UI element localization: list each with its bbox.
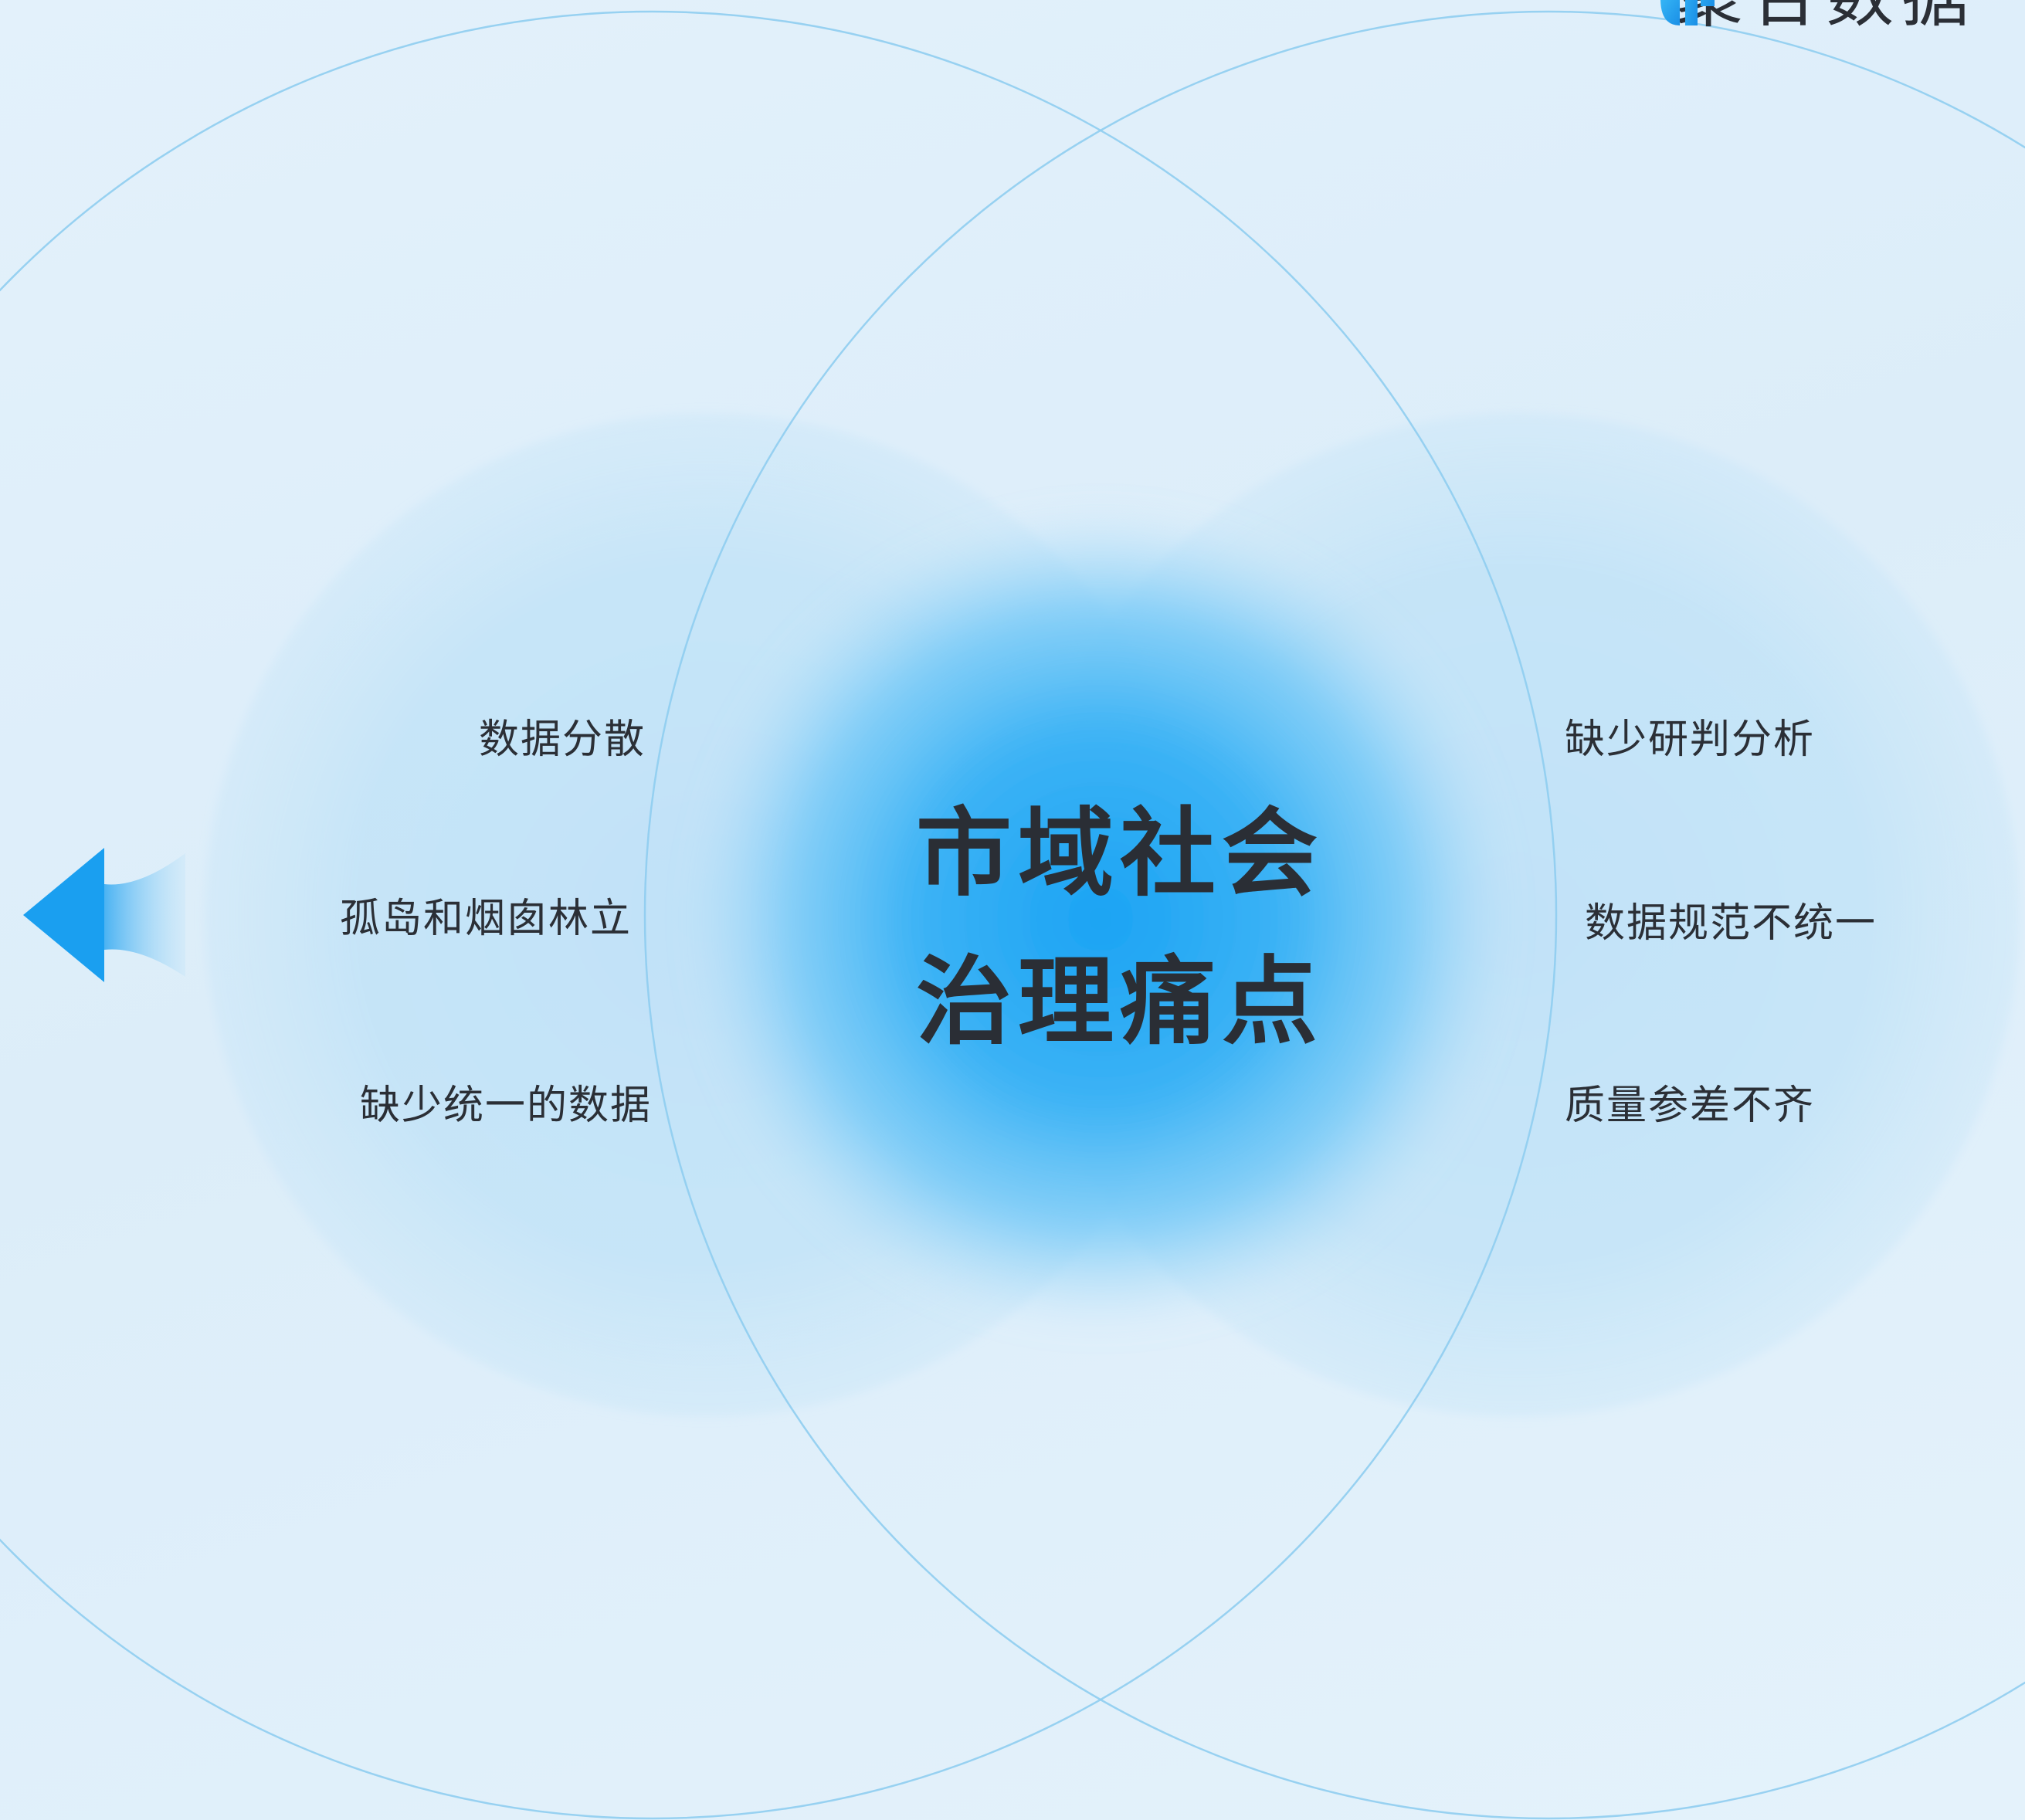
right-item-1: 缺少研判分析: [1565, 717, 1816, 763]
left-item-2: 孤岛和烟囱林立: [340, 896, 633, 942]
center-title-line-1: 市域社会: [915, 798, 1324, 910]
left-item-1: 数据分散: [479, 717, 646, 763]
outline-circle-left: [0, 11, 1557, 1819]
right-item-2: 数据规范不统一: [1585, 900, 1877, 947]
brand: 聚合数据: [1653, 0, 1977, 36]
brand-name: 聚合数据: [1674, 0, 1977, 40]
brand-logo-icon: [1660, 0, 1715, 25]
left-arrow-icon: [23, 848, 185, 982]
right-item-3: 质量参差不齐: [1565, 1083, 1816, 1129]
center-title-line-2: 治理痛点: [915, 947, 1324, 1058]
outline-circle-right: [644, 11, 2025, 1819]
center-title: 市域社会 治理痛点: [819, 780, 1421, 1076]
left-item-3: 缺少统一的数据: [360, 1083, 653, 1129]
center-glow: [691, 510, 1510, 1328]
